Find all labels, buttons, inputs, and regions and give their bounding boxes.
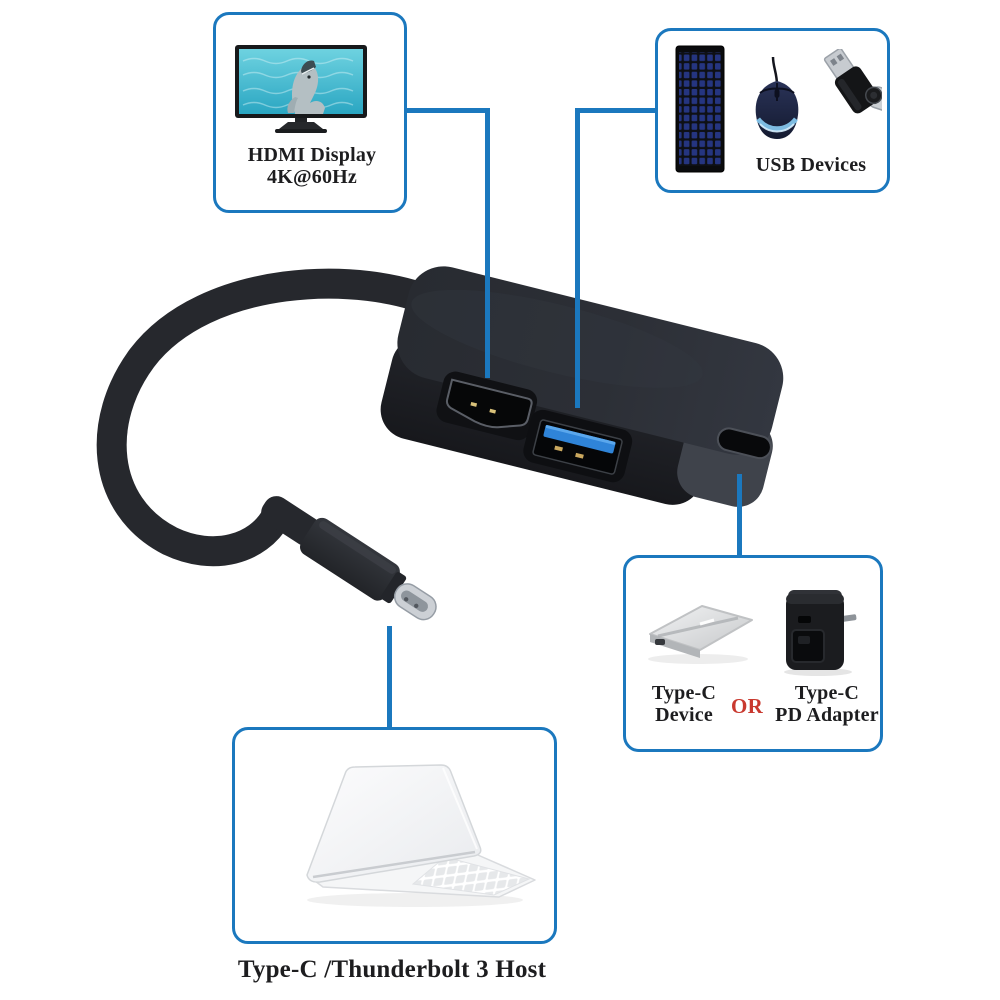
- type-c-box: Type-C Device OR Type-C PD Adapter: [623, 555, 883, 752]
- usb-blue-tongue: [543, 425, 616, 454]
- usb-c-port: [716, 427, 772, 460]
- callout-line-usb-horizontal: [575, 108, 657, 113]
- usb-c-connector: [261, 496, 437, 621]
- or-label: OR: [731, 694, 763, 718]
- usb-devices-box: USB Devices: [655, 28, 890, 193]
- callout-line-host-vertical: [387, 626, 392, 729]
- hdmi-port: [436, 371, 538, 441]
- usb-a-port: [523, 409, 633, 483]
- host-label: Type-C /Thunderbolt 3 Host: [237, 956, 547, 983]
- laptop-icon: [306, 764, 536, 907]
- mouse-icon: [755, 57, 799, 139]
- keyboard-icon: [675, 45, 725, 173]
- usb-flash-drive-icon: [823, 49, 882, 118]
- host-box: [232, 727, 557, 944]
- dolphin: [287, 60, 325, 114]
- type-c-pd-adapter-label: Type-C PD Adapter: [775, 682, 879, 726]
- hdmi-display-box: HDMI Display 4K@60Hz: [213, 12, 407, 213]
- hdmi-display-label-line1: HDMI Display: [247, 144, 377, 166]
- usb-c-cable: [96, 268, 455, 567]
- pd-adapter-icon: [784, 590, 857, 676]
- hdmi-display-label-line2: 4K@60Hz: [267, 165, 357, 188]
- hub-body: [380, 266, 784, 507]
- callout-line-hdmi-vertical: [485, 108, 490, 378]
- type-c-device-label: Type-C Device: [651, 682, 717, 726]
- callout-line-typec-vertical: [737, 474, 742, 557]
- type-c-ssd-icon: [648, 605, 753, 664]
- callout-line-usb-vertical: [575, 108, 580, 408]
- hdmi-display-icon: [235, 45, 367, 133]
- usb-devices-label: USB Devices: [755, 154, 867, 176]
- callout-line-hdmi-horizontal: [407, 108, 489, 113]
